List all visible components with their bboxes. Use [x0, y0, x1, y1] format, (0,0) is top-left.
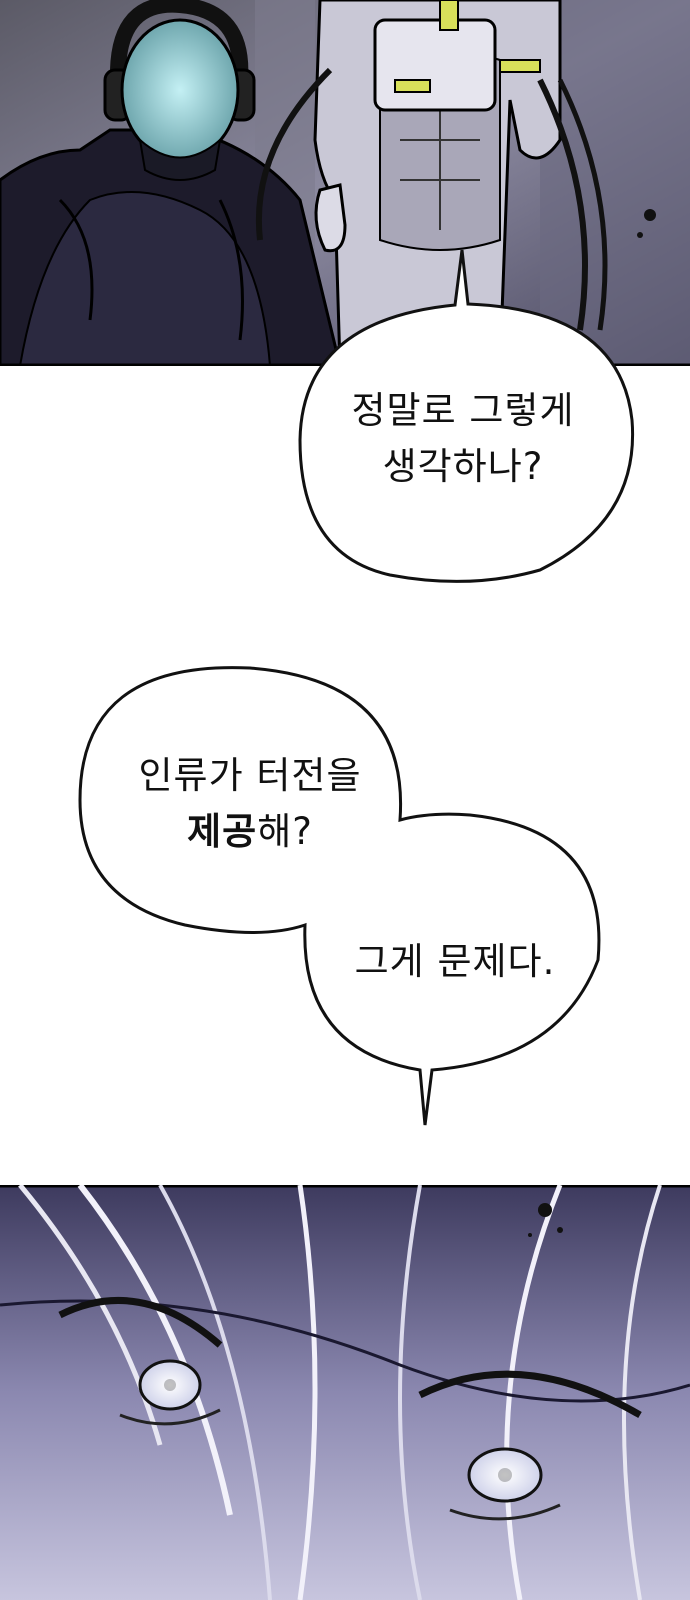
bottom-panel-art	[0, 1185, 690, 1600]
bubble-2-line-1: 인류가 터전을	[138, 754, 362, 797]
top-panel-art	[0, 0, 690, 366]
top-panel	[0, 0, 690, 366]
bubble-2-text: 인류가 터전을 제공해?	[100, 748, 400, 860]
bubble-1-line-1: 정말로 그렇게	[351, 389, 575, 432]
bubble-1-text: 정말로 그렇게 생각하나?	[318, 383, 608, 495]
bottom-panel	[0, 1185, 690, 1600]
bubble-2-line-2-rest: 해?	[257, 810, 313, 853]
bubble-3-text: 그게 문제다.	[330, 934, 580, 990]
bubble-2-line-2: 제공해?	[100, 804, 400, 860]
bubble-2-emphasis: 제공	[187, 810, 258, 853]
bubble-2-3	[78, 666, 601, 1126]
bubble-1-line-2: 생각하나?	[382, 445, 544, 488]
bubble-3-line-1: 그게 문제다.	[354, 940, 556, 983]
